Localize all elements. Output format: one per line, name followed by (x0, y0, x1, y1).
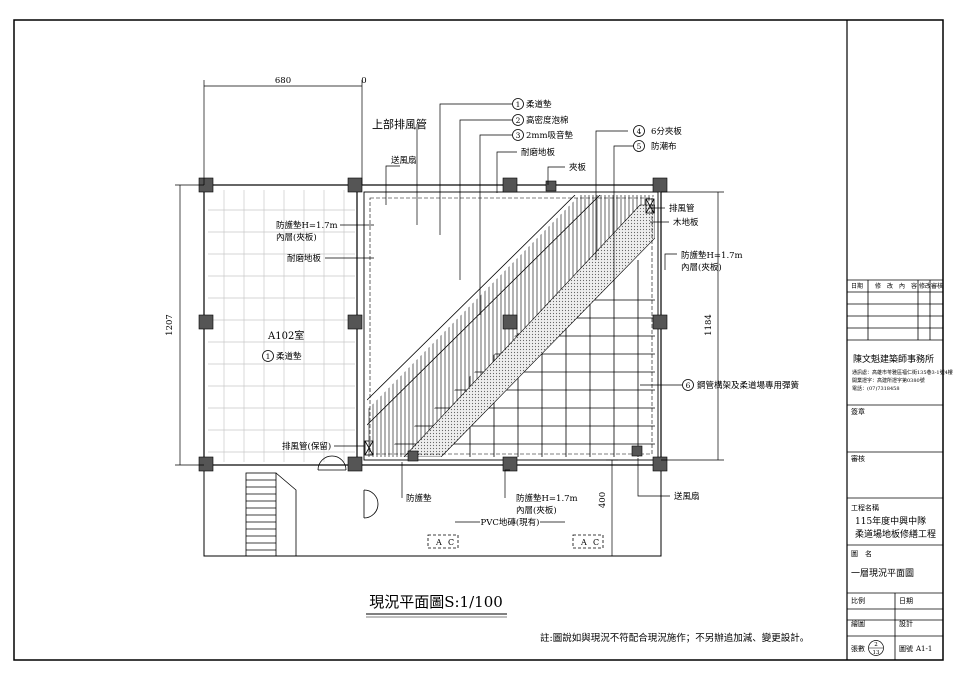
room-item-no: 1 (266, 352, 271, 361)
label-guard-left-1: 防護墊H=1.7m (276, 220, 338, 231)
label-guard-bottom: 防護墊 (406, 493, 432, 504)
label-supply-fan-bottom: 送風扇 (674, 491, 700, 502)
stair (245, 472, 297, 557)
callout-bubbles (262, 98, 694, 391)
draw-label: 繪圖 (851, 619, 865, 628)
label-guard-left-2: 內層(夾板) (276, 232, 317, 243)
label-wear-floor-top: 耐磨地板 (521, 147, 556, 158)
section-a-left: A (435, 538, 442, 547)
dim-top-left: 680 (275, 76, 291, 86)
sheet-label: 張數 (851, 644, 865, 653)
drawing-note: 註:圖說如與現況不符配合現況施作；不另辦追加減、變更設計。 (540, 632, 809, 644)
date-label: 日期 (899, 597, 913, 605)
layer-2-no: 2 (516, 116, 521, 125)
dim-left-height: 1207 (165, 314, 175, 336)
drawing-no: A1-1 (915, 645, 932, 653)
label-pvc: PVC地磚(現有) (481, 517, 540, 528)
layer-2-text: 高密度泡棉 (526, 115, 569, 126)
room-a102-grid (208, 190, 355, 462)
floor-plan (175, 80, 724, 557)
columns (198, 177, 668, 472)
layer-5-no: 5 (637, 142, 642, 151)
label-exhaust-keep: 排風管(保留) (282, 441, 331, 452)
layer-6-text: 鋼管構架及柔道場專用彈簧 (697, 380, 800, 391)
label-wood-floor: 木地板 (673, 217, 699, 228)
label-guard-right-2: 內層(夾板) (681, 262, 722, 273)
drawing-label: 圖 名 (851, 549, 872, 558)
dim-top-zero: 0 (361, 76, 366, 86)
rev-header-review: 審核 (931, 282, 943, 290)
room-name: A102室 (267, 329, 304, 342)
section-a-right: A (580, 538, 587, 547)
label-guard-right-1: 防護墊H=1.7m (681, 250, 743, 261)
scale-label: 比例 (851, 596, 865, 605)
label-guard-bottom2-1: 防護墊H=1.7m (516, 493, 578, 504)
project-line-2: 柔道場地板修繕工程 (855, 528, 936, 540)
drawing-no-label: 圖號 (899, 644, 913, 653)
layer-1-no: 1 (516, 100, 521, 109)
layer-1-text: 柔道墊 (526, 99, 552, 110)
layer-4-no: 4 (637, 127, 642, 136)
firm-addr-1: 通訊處：高雄市苓雅區福仁街135巷3-1號4樓 (852, 369, 953, 376)
firm-addr-2: 開業證字：高建所證字第0380號 (852, 377, 925, 384)
design-label: 設計 (899, 619, 913, 628)
sheet-num: 2 (874, 642, 878, 648)
dim-right-height: 1184 (704, 314, 714, 336)
section-c-right: C (593, 538, 599, 547)
layer-3-text: 2mm吸音墊 (526, 130, 574, 141)
label-plywood-top: 夾板 (569, 162, 587, 173)
door-symbols (317, 198, 655, 519)
label-supply-fan-left: 送風扇 (391, 155, 417, 166)
room-item: 柔道墊 (276, 351, 302, 362)
layer-5-text: 防潮布 (651, 141, 677, 152)
drawing-name: 一層現況平面圖 (851, 568, 914, 579)
rev-header-modify: 修改 (919, 282, 931, 290)
firm-tel: 電話：(07)7318458 (852, 385, 900, 392)
title-block (847, 279, 943, 660)
dimension-lines (175, 80, 724, 557)
seal-label: 簽章 (851, 407, 865, 416)
dim-bottom-depth: 400 (598, 492, 608, 508)
layer-6-no: 6 (686, 381, 691, 390)
corridor-outline (203, 465, 662, 557)
label-exhaust-right: 排風管 (669, 203, 695, 214)
project-label: 工程名稱 (851, 503, 879, 512)
layer-4-text: 6分夾板 (651, 126, 682, 137)
leader-lines (325, 103, 682, 523)
label-wear-floor-left: 耐磨地板 (287, 253, 322, 264)
project-line-1: 115年度中興中隊 (855, 515, 926, 527)
rev-header-date: 日期 (851, 282, 863, 290)
label-exhaust-top: 上部排風管 (372, 117, 427, 131)
label-guard-bottom2-2: 內層(夾板) (516, 505, 557, 516)
drawing-title: 現況平面圖S:1/100 (369, 593, 503, 611)
section-c-left: C (448, 538, 454, 547)
section-markers (427, 534, 604, 549)
review-label: 審核 (851, 454, 865, 463)
sheet-total: 13 (873, 650, 880, 656)
firm-name: 陳文魁建築師事務所 (853, 353, 934, 365)
layer-3-no: 3 (516, 131, 521, 140)
rev-header-content: 修 改 內 容 (875, 282, 917, 290)
